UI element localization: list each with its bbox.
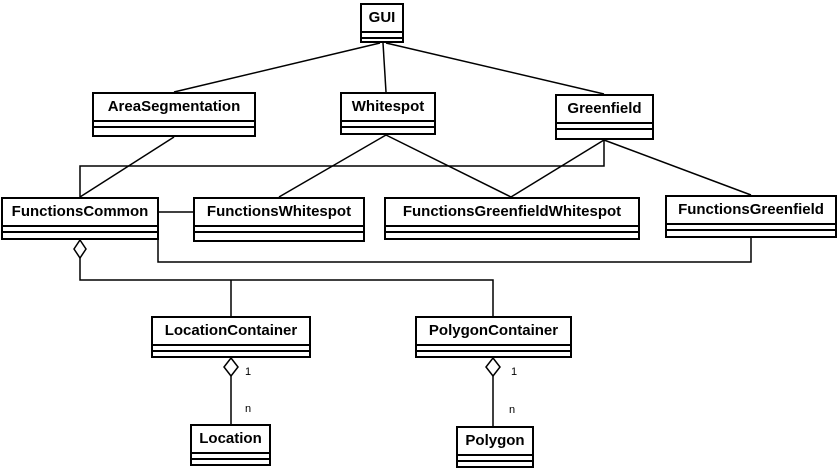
operations-section xyxy=(417,352,570,356)
edge-whitespot-functionsgreenfieldwhitespot xyxy=(385,134,512,198)
edge-greenfield-functionsgreenfield xyxy=(603,139,752,196)
class-name: GUI xyxy=(362,5,402,33)
edge-functionscommon-containers xyxy=(79,258,494,316)
operations-section xyxy=(192,460,269,464)
class-location: Location xyxy=(190,424,271,466)
attributes-section xyxy=(195,227,363,233)
class-name: Polygon xyxy=(458,428,532,456)
aggregation-diamond-functionscommon xyxy=(73,238,87,260)
class-gui: GUI xyxy=(360,3,404,43)
class-name: Location xyxy=(192,426,269,454)
edge-greenfield-functionsgreenfieldwhitespot xyxy=(510,139,605,198)
operations-section xyxy=(386,233,638,237)
class-area-segmentation: AreaSegmentation xyxy=(92,92,256,137)
class-name: FunctionsGreenfieldWhitespot xyxy=(386,199,638,227)
operations-section xyxy=(195,233,363,237)
attributes-section xyxy=(417,346,570,352)
class-polygon-container: PolygonContainer xyxy=(415,316,572,358)
attributes-section xyxy=(458,456,532,462)
attributes-section xyxy=(342,122,434,128)
class-functions-common: FunctionsCommon xyxy=(1,197,159,240)
operations-section xyxy=(667,231,835,235)
attributes-section xyxy=(362,33,402,39)
attributes-section xyxy=(667,225,835,231)
multiplicity-label: 1 xyxy=(511,366,518,378)
multiplicity-label: n xyxy=(245,403,252,415)
edge-gui-whitespot xyxy=(382,42,387,93)
edge-greenfield-functionscommon xyxy=(79,140,605,197)
attributes-section xyxy=(153,346,309,352)
class-functions-greenfield-whitespot: FunctionsGreenfieldWhitespot xyxy=(384,197,640,240)
multiplicity-label: 1 xyxy=(245,366,252,378)
operations-section xyxy=(342,128,434,132)
operations-section xyxy=(3,233,157,237)
class-whitespot: Whitespot xyxy=(340,92,436,135)
operations-section xyxy=(362,39,402,43)
operations-section xyxy=(557,130,652,134)
class-greenfield: Greenfield xyxy=(555,94,654,140)
class-name: FunctionsCommon xyxy=(3,199,157,227)
attributes-section xyxy=(94,122,254,128)
class-name: AreaSegmentation xyxy=(94,94,254,122)
class-name: Whitespot xyxy=(342,94,434,122)
edge-areasegmentation-functionscommon xyxy=(79,136,175,198)
class-name: Greenfield xyxy=(557,96,652,124)
class-functions-whitespot: FunctionsWhitespot xyxy=(193,197,365,242)
class-polygon: Polygon xyxy=(456,426,534,468)
multiplicity-label: n xyxy=(509,404,516,416)
class-name: LocationContainer xyxy=(153,318,309,346)
operations-section xyxy=(153,352,309,356)
aggregation-diamond-polygoncontainer xyxy=(485,356,501,378)
attributes-section xyxy=(192,454,269,460)
edge-functionscommon-functionsgreenfield xyxy=(157,238,752,263)
edge-whitespot-functionswhitespot xyxy=(278,134,387,198)
class-functions-greenfield: FunctionsGreenfield xyxy=(665,195,837,238)
attributes-section xyxy=(557,124,652,130)
class-name: FunctionsWhitespot xyxy=(195,199,363,227)
operations-section xyxy=(94,128,254,132)
class-name: PolygonContainer xyxy=(417,318,570,346)
edge-gui-greenfield xyxy=(385,42,605,95)
edge-gui-areasegmentation xyxy=(173,42,381,93)
aggregation-diamond-locationcontainer xyxy=(223,356,239,378)
class-name: FunctionsGreenfield xyxy=(667,197,835,225)
class-location-container: LocationContainer xyxy=(151,316,311,358)
operations-section xyxy=(458,462,532,466)
attributes-section xyxy=(386,227,638,233)
attributes-section xyxy=(3,227,157,233)
